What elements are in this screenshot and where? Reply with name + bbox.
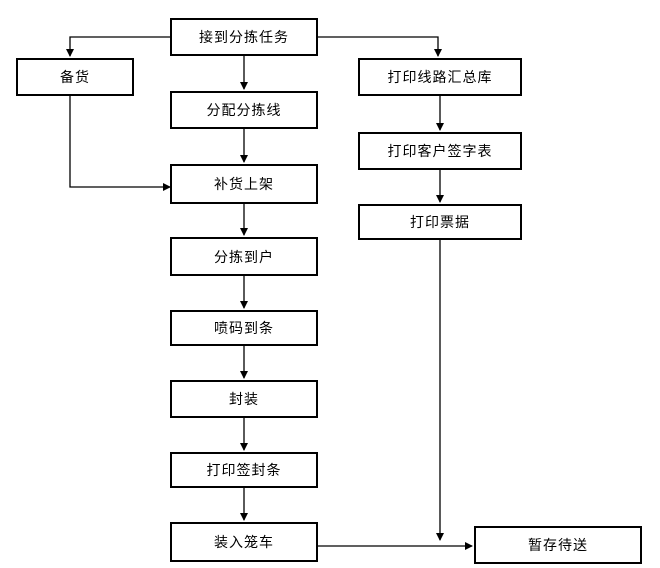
node-sort-to-household: 分拣到户 [170,237,318,276]
node-print-route-summary-label: 打印线路汇总库 [387,70,493,86]
node-receive-task: 接到分拣任务 [170,18,318,56]
node-print-receipts: 打印票据 [358,204,522,240]
node-assign-line-label: 分配分拣线 [206,103,282,119]
node-print-seal-strip: 打印签封条 [170,452,318,488]
node-temp-store-pending: 暂存待送 [474,526,642,564]
edge-receive-to-route-summary [318,36,442,57]
edge-stockup-to-replenish [69,96,171,191]
node-replenish-shelf: 补货上架 [170,164,318,204]
node-assign-line: 分配分拣线 [170,91,318,129]
node-receive-task-label: 接到分拣任务 [199,30,289,46]
node-seal-pack: 封装 [170,380,318,418]
node-stock-up: 备货 [16,58,134,96]
node-print-customer-sign-sheet-label: 打印客户签字表 [387,144,493,160]
edge-receive-to-stockup [66,36,170,57]
node-spray-code-label: 喷码到条 [214,321,274,337]
node-print-customer-sign-sheet: 打印客户签字表 [358,132,522,170]
node-seal-pack-label: 封装 [229,392,259,408]
node-replenish-shelf-label: 补货上架 [214,177,274,193]
node-stock-up-label: 备货 [60,70,90,86]
node-print-seal-strip-label: 打印签封条 [206,463,282,479]
node-temp-store-pending-label: 暂存待送 [528,538,588,554]
node-load-cage-cart: 装入笼车 [170,522,318,562]
node-print-route-summary: 打印线路汇总库 [358,58,522,96]
node-sort-to-household-label: 分拣到户 [214,249,274,266]
node-load-cage-cart-label: 装入笼车 [214,535,274,551]
node-print-receipts-label: 打印票据 [410,215,470,231]
node-spray-code: 喷码到条 [170,310,318,346]
